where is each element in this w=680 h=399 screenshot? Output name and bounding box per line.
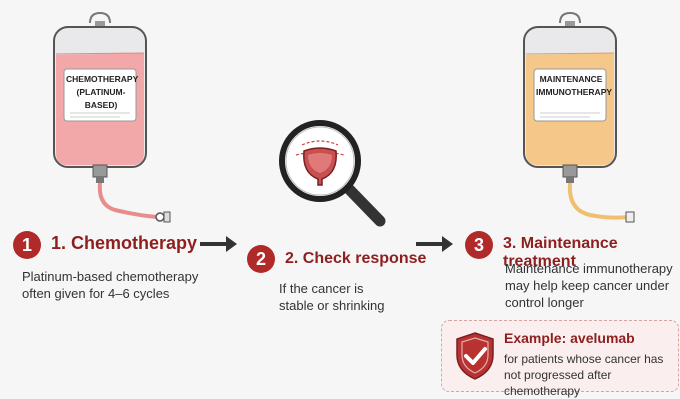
step3-desc-line2: may help keep cancer under [505,278,670,293]
step2-number-badge: 2 [247,245,275,273]
step1-description: Platinum-based chemotherapy often given … [22,268,198,302]
bag2-label-line2: IMMUNOTHERAPY [536,87,613,97]
example-description: for patients whose cancer has not progre… [504,351,678,399]
example-desc-line2: not progressed after chemotherapy [504,368,612,398]
step1-number-badge: 1 [13,231,41,259]
bag2-label-line1: MAINTENANCE [539,74,603,84]
step3-description: Maintenance immunotherapy may help keep … [505,260,673,311]
shield-check-icon [456,332,494,380]
bag2-label: MAINTENANCE IMMUNOTHERAPY [536,73,613,99]
step3-desc-line1: Maintenance immunotherapy [505,261,673,276]
chemotherapy-iv-bag-icon [53,11,171,223]
step2-desc-line2: stable or shrinking [279,298,385,313]
example-title: Example: avelumab [504,330,635,346]
bag1-label: CHEMOTHERAPY (PLATINUM-BASED) [66,73,139,112]
example-desc-line1: for patients whose cancer has [504,352,664,366]
step1-desc-line2: often given for 4–6 cycles [22,286,170,301]
magnifying-glass-bladder-icon [279,120,386,227]
step2-title: 2. Check response [285,250,427,267]
arrow-right-icon [200,236,237,252]
step3-number-badge: 3 [465,231,493,259]
bag1-label-line1: CHEMOTHERAPY [66,74,139,84]
step3-title: 3. Maintenance treatment [503,235,618,270]
arrow-right-icon [416,236,453,252]
step1-title: 1. Chemotherapy [51,233,198,253]
step2-description: If the cancer is stable or shrinking [279,280,385,314]
step1-desc-line1: Platinum-based chemotherapy [22,269,199,284]
example-box: Example: avelumab for patients whose can… [441,320,679,398]
step2-desc-line1: If the cancer is [279,281,364,296]
bag1-label-line2: (PLATINUM-BASED) [76,87,126,110]
step3-desc-line3: control longer [505,295,584,310]
immunotherapy-iv-bag-icon [523,11,635,223]
